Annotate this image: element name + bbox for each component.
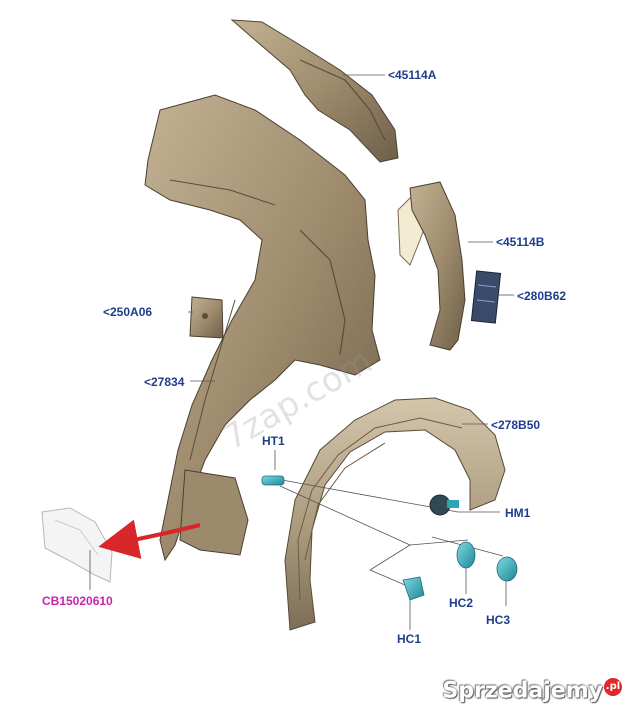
clip-hc3-icon: [496, 556, 518, 582]
brand-name: Sprzedajemy: [442, 678, 604, 703]
part-cb15020610: [41, 507, 113, 583]
brand-suffix: .pl: [604, 677, 622, 696]
label-45114a: <45114A: [388, 68, 437, 82]
label-hc1: HC1: [397, 632, 422, 646]
label-250a06: <250A06: [103, 305, 153, 319]
label-hc2: HC2: [449, 596, 474, 610]
leader-lines: [89, 74, 514, 630]
clip-ht1-icon: [261, 475, 285, 486]
part-27834: [144, 94, 381, 562]
part-278b50: [284, 397, 506, 631]
clip-hc1-icon: [402, 576, 425, 601]
label-hc3: HC3: [486, 613, 511, 627]
part-280b62: [470, 270, 502, 324]
label-45114b: <45114B: [496, 235, 545, 249]
part-45114a: [230, 19, 399, 163]
label-280b62: <280B62: [517, 289, 567, 303]
label-278b50: <278B50: [491, 418, 541, 432]
clip-hm1-icon: [429, 494, 459, 516]
clip-hc2-icon: [456, 541, 476, 569]
part-45114b: [397, 181, 466, 351]
label-ht1: HT1: [262, 434, 285, 448]
label-cb15020610: CB15020610: [42, 594, 113, 608]
relocation-arrow: [98, 519, 201, 559]
label-hm1: HM1: [505, 506, 531, 520]
label-27834: <27834: [144, 375, 185, 389]
brand-logo: Sprzedajemy.pl: [442, 677, 622, 703]
part-250a06: [189, 296, 224, 339]
